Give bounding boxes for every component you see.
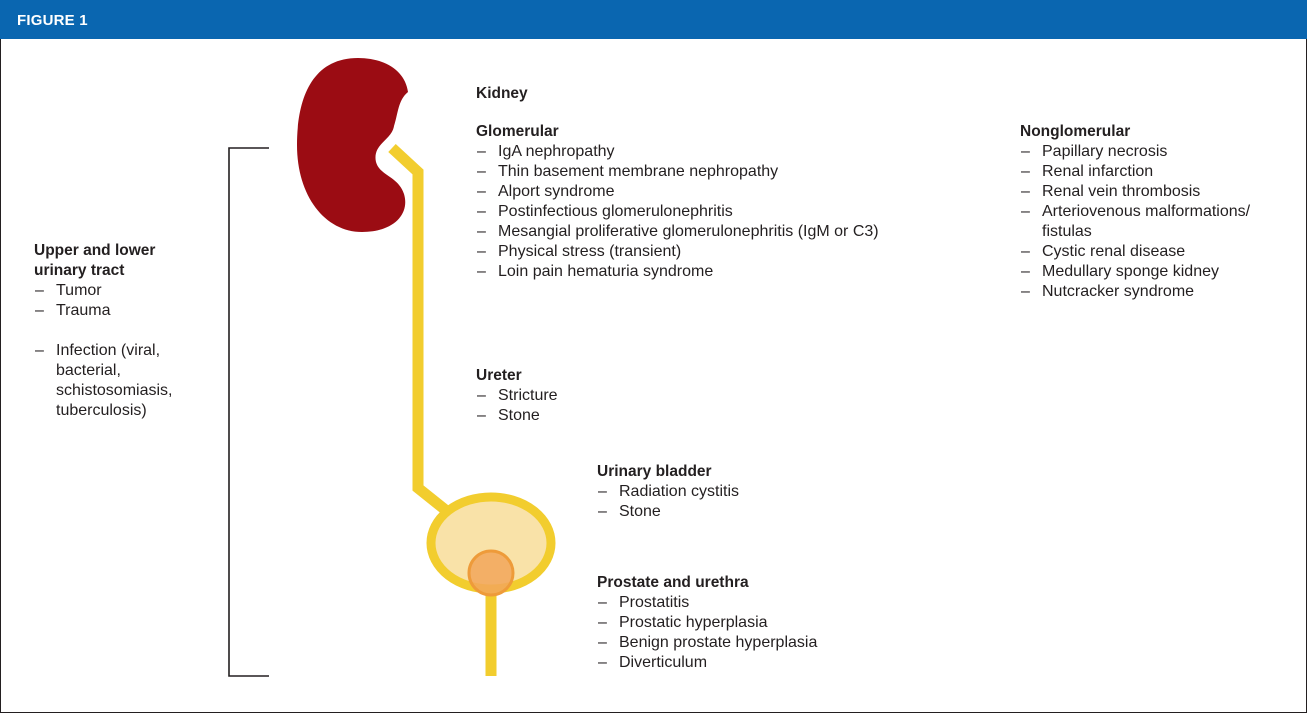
prostate-icon (469, 551, 513, 595)
list-item: Renal infarction (1020, 162, 1290, 182)
list-item: Mesangial proliferative glomerulonephrit… (476, 222, 879, 242)
list-item: Alport syndrome (476, 182, 879, 202)
ureter-list: Stricture Stone (476, 386, 558, 426)
list-item: Cystic renal disease (1020, 242, 1290, 262)
list-item: IgA nephropathy (476, 142, 879, 162)
ureter-title: Ureter (476, 366, 558, 386)
urinary-tract-title-1: Upper and lower (34, 241, 214, 261)
nonglomerular-title: Nonglomerular (1020, 122, 1290, 142)
ureter-block: Ureter Stricture Stone (476, 366, 558, 426)
prostate-block: Prostate and urethra Prostatitis Prostat… (597, 573, 817, 673)
kidney-label-block: Kidney (476, 84, 528, 104)
bladder-title: Urinary bladder (597, 462, 739, 482)
bladder-block: Urinary bladder Radiation cystitis Stone (597, 462, 739, 522)
prostate-title: Prostate and urethra (597, 573, 817, 593)
kidney-label: Kidney (476, 84, 528, 104)
glomerular-list: IgA nephropathy Thin basement membrane n… (476, 142, 879, 282)
list-item: Nutcracker syndrome (1020, 282, 1290, 302)
list-item: Physical stress (transient) (476, 242, 879, 262)
list-item: Postinfectious glomerulonephritis (476, 202, 879, 222)
glomerular-title: Glomerular (476, 122, 879, 142)
nonglomerular-block: Nonglomerular Papillary necrosis Renal i… (1020, 122, 1290, 302)
list-item: Stone (597, 502, 739, 522)
list-item: Stricture (476, 386, 558, 406)
urinary-tract-list: Tumor Trauma (34, 281, 214, 321)
list-item: Loin pain hematuria syndrome (476, 262, 879, 282)
list-item: Stone (476, 406, 558, 426)
urinary-tract-title-2: urinary tract (34, 261, 214, 281)
bracket (229, 148, 269, 676)
nonglomerular-list: Papillary necrosis Renal infarction Rena… (1020, 142, 1290, 302)
list-item: Tumor (34, 281, 214, 301)
list-item: Diverticulum (597, 653, 817, 673)
list-item: Infection (viral, bacterial, schistosomi… (34, 341, 186, 421)
kidney-icon (297, 58, 408, 232)
list-item: Thin basement membrane nephropathy (476, 162, 879, 182)
list-item: Prostatitis (597, 593, 817, 613)
list-item: Renal vein thrombosis (1020, 182, 1290, 202)
bladder-list: Radiation cystitis Stone (597, 482, 739, 522)
glomerular-block: Glomerular IgA nephropathy Thin basement… (476, 122, 879, 282)
list-item: Radiation cystitis (597, 482, 739, 502)
list-item: Prostatic hyperplasia (597, 613, 817, 633)
list-item: Medullary sponge kidney (1020, 262, 1290, 282)
list-item: Benign prostate hyperplasia (597, 633, 817, 653)
list-item: Trauma (34, 301, 214, 321)
urinary-tract-infection-list: Infection (viral, bacterial, schistosomi… (34, 341, 214, 421)
urinary-tract-block: Upper and lower urinary tract Tumor Trau… (34, 241, 214, 421)
prostate-list: Prostatitis Prostatic hyperplasia Benign… (597, 593, 817, 673)
list-item: Papillary necrosis (1020, 142, 1290, 162)
list-item: Arteriovenous malformations/ fistulas (1020, 202, 1290, 242)
